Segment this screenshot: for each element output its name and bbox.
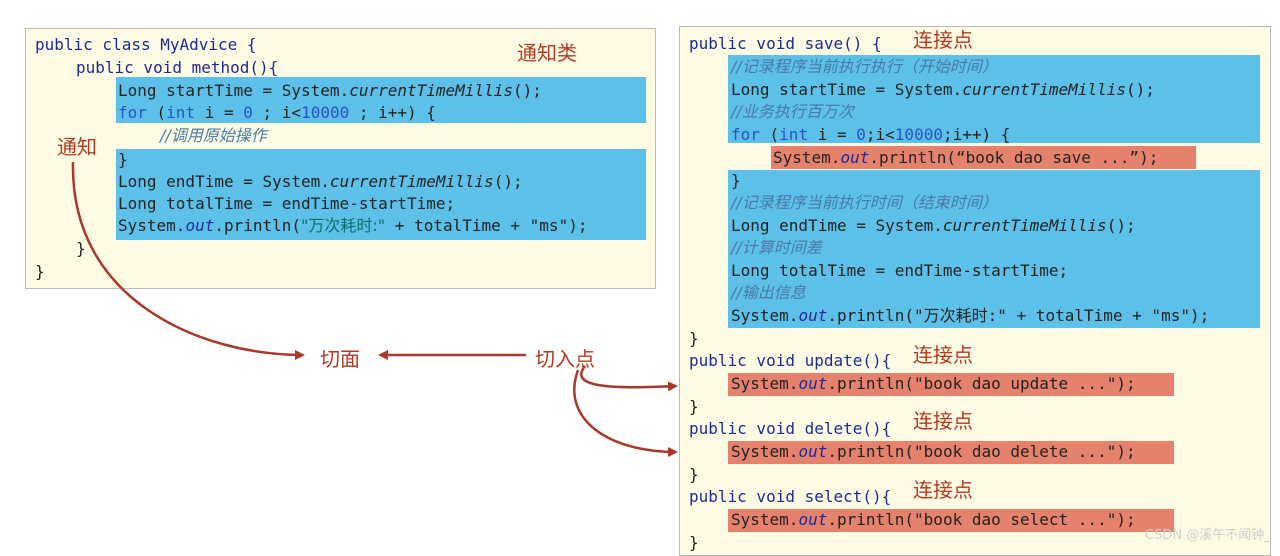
code-line: public void method(){	[76, 58, 279, 77]
code-line: public void save() {	[689, 34, 882, 53]
highlight-update-body	[728, 373, 1174, 396]
watermark: CSDN @溪午不闻钟_	[1145, 528, 1271, 543]
code-comment: //输出信息	[731, 283, 806, 302]
highlight-before-block	[728, 55, 1260, 143]
code-comment: //记录程序当前执行时间（结束时间）	[731, 193, 998, 212]
code-comment: //记录程序当前执行执行（开始时间）	[731, 57, 998, 76]
advice-to-aspect-arrow	[71, 161, 305, 360]
code-comment: //调用原始操作	[160, 126, 267, 145]
advice-label: 通知	[57, 135, 97, 159]
joinpoint-label-update: 连接点	[913, 343, 973, 367]
code-line: public void update(){	[689, 351, 892, 370]
code-line: Long startTime = System.currentTimeMilli…	[118, 81, 542, 100]
highlight-delete-body	[728, 441, 1174, 464]
code-comment: //业务执行百万次	[731, 102, 854, 121]
code-line: }	[689, 533, 699, 552]
code-line: for (int i = 0 ; i<10000 ; i++) {	[118, 103, 436, 122]
target-class-panel: public void save() { //记录程序当前执行执行（开始时间） …	[679, 26, 1271, 556]
code-line: Long endTime = System.currentTimeMillis(…	[731, 216, 1136, 235]
highlight-after-block	[728, 170, 1260, 328]
highlight-select-body	[728, 509, 1174, 532]
joinpoint-label-select: 连接点	[913, 478, 973, 502]
code-line: System.out.println("book dao select ..."…	[731, 510, 1136, 529]
code-line: }	[689, 397, 699, 416]
highlight-before-block	[116, 77, 646, 123]
code-line: public void select(){	[689, 487, 892, 506]
code-line: Long endTime = System.currentTimeMillis(…	[118, 172, 523, 191]
code-line: }	[689, 465, 699, 484]
code-line: }	[76, 239, 86, 258]
pointcut-to-delete-arrow	[573, 369, 678, 457]
code-line: public void delete(){	[689, 419, 892, 438]
code-line: System.out.println(“book dao save ...”);	[773, 148, 1159, 167]
code-line: System.out.println("book dao delete ..."…	[731, 442, 1136, 461]
code-line: }	[118, 150, 128, 169]
code-line: public class MyAdvice {	[35, 35, 257, 54]
code-line: Long startTime = System.currentTimeMilli…	[731, 80, 1155, 99]
advice-class-panel: public class MyAdvice { public void meth…	[25, 28, 656, 289]
joinpoint-label-delete: 连接点	[913, 409, 973, 433]
pointcut-label: 切入点	[535, 347, 595, 371]
code-line: }	[35, 262, 45, 281]
aspect-label: 切面	[320, 347, 360, 371]
code-line: System.out.println("book dao update ..."…	[731, 374, 1136, 393]
highlight-save-body	[771, 146, 1196, 169]
code-line: System.out.println("万次耗时:" + totalTime +…	[731, 306, 1210, 325]
code-line: System.out.println("万次耗时:" + totalTime +…	[118, 216, 588, 235]
code-line: }	[689, 329, 699, 348]
code-comment: //计算时间差	[731, 238, 822, 257]
advice-class-label: 通知类	[517, 41, 577, 65]
pointcut-to-update-arrow	[580, 365, 678, 392]
code-line: for (int i = 0;i<10000;i++) {	[731, 125, 1011, 144]
code-line: Long totalTime = endTime-startTime;	[118, 194, 456, 213]
code-line: Long totalTime = endTime-startTime;	[731, 261, 1069, 280]
code-line: }	[731, 171, 741, 190]
highlight-after-block	[116, 149, 646, 240]
joinpoint-label-save: 连接点	[913, 28, 973, 52]
